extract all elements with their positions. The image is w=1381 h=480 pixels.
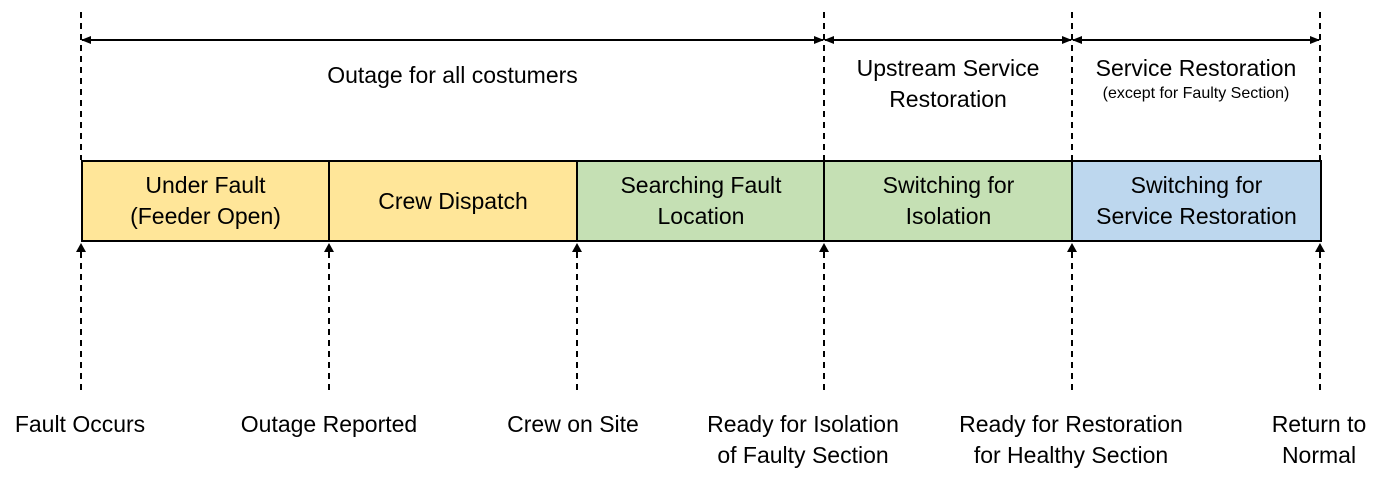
event-label-crew-on-site-line1: Crew on Site [507,411,639,437]
event-arrow-fault [76,243,86,395]
span-label-upstream: Upstream Service Restoration [824,53,1072,115]
event-arrow-crew [572,243,582,395]
phase-switching-restoration-line1: Switching for [1130,172,1263,198]
phase-switching-isolation-line1: Switching for [882,172,1015,198]
phase-under-fault-line1: Under Fault [145,172,266,198]
span-label-restoration: Service Restoration (except for Faulty S… [1072,53,1320,104]
phase-searching-fault-line1: Searching Fault [620,172,782,198]
event-label-return-normal-line1: Return to [1271,411,1367,437]
phase-switching-isolation-line2: Isolation [905,203,992,229]
event-label-crew-on-site: Crew on Site [478,409,668,440]
phase-searching-fault: Searching Fault Location [576,160,826,242]
phase-switching-restoration-line2: Service Restoration [1096,203,1297,229]
event-arrow-normal [1315,243,1325,395]
span-label-outage-text: Outage for all costumers [327,62,578,88]
event-label-return-normal: Return to Normal [1256,409,1381,471]
event-label-ready-isolation: Ready for Isolation of Faulty Section [683,409,923,471]
event-label-ready-restoration-line2: for Healthy Section [973,442,1169,468]
phase-crew-dispatch-line1: Crew Dispatch [378,187,528,214]
phase-crew-dispatch: Crew Dispatch [328,160,578,242]
event-label-ready-isolation-line1: Ready for Isolation [707,411,899,437]
event-label-outage-reported: Outage Reported [219,409,439,440]
event-arrow-outage [324,243,334,395]
span-label-outage: Outage for all costumers [81,60,824,91]
phase-under-fault: Under Fault (Feeder Open) [81,160,330,242]
span-label-upstream-line2: Restoration [889,86,1007,112]
event-label-fault-occurs-line1: Fault Occurs [14,411,146,437]
phase-switching-isolation: Switching for Isolation [823,160,1074,242]
event-label-ready-restoration: Ready for Restoration for Healthy Sectio… [936,409,1206,471]
span-label-restoration-line1: Service Restoration [1095,55,1297,81]
event-arrow-restoration [1067,243,1077,395]
span-label-restoration-note: (except for Faulty Section) [1102,85,1290,102]
phase-searching-fault-line2: Location [657,203,745,229]
event-label-ready-isolation-line2: of Faulty Section [717,442,889,468]
event-arrow-isolation [819,243,829,395]
event-label-fault-occurs: Fault Occurs [0,409,160,440]
event-label-outage-reported-line1: Outage Reported [240,411,418,437]
span-label-upstream-line1: Upstream Service [856,55,1040,81]
phase-under-fault-line2: (Feeder Open) [130,203,281,229]
event-label-ready-restoration-line1: Ready for Restoration [959,411,1183,437]
event-label-return-normal-line2: Normal [1281,442,1357,468]
phase-switching-restoration: Switching for Service Restoration [1071,160,1322,242]
